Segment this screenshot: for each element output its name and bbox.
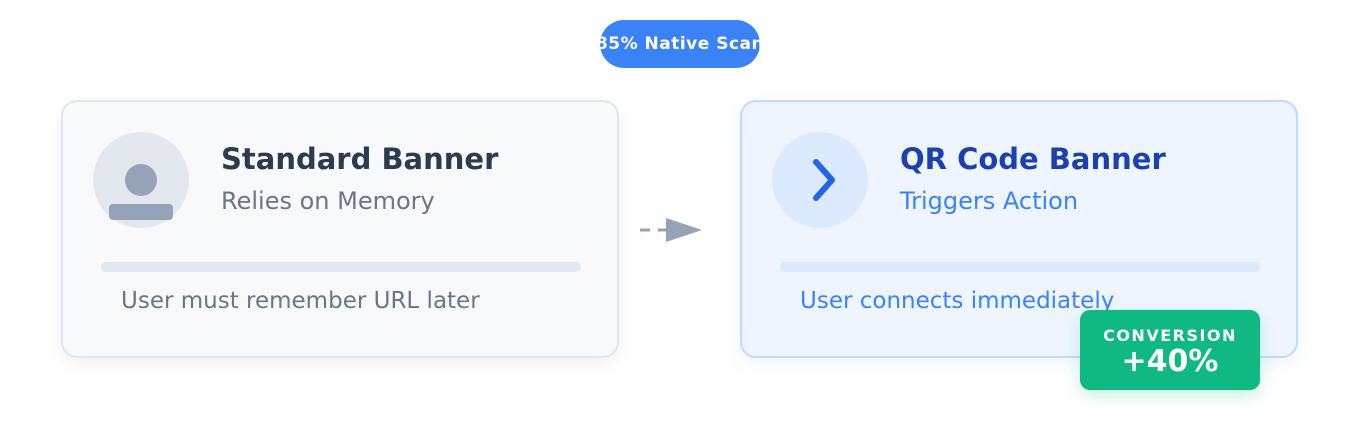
standard-banner-subtitle: Relies on Memory	[221, 187, 435, 215]
divider-bar	[101, 262, 581, 272]
standard-banner-card: Standard Banner Relies on Memory User mu…	[61, 100, 619, 358]
conversion-badge-label: CONVERSION	[1103, 326, 1237, 345]
standard-banner-title: Standard Banner	[221, 142, 499, 176]
divider-bar	[780, 262, 1260, 272]
conversion-badge-value: +40%	[1121, 344, 1219, 379]
stat-pill-label: 85% Native Scan	[600, 34, 760, 54]
qr-code-banner-description: User connects immediately	[800, 288, 1115, 314]
chevron-right-icon	[772, 132, 868, 228]
stat-pill: 85% Native Scan	[600, 20, 760, 68]
qr-code-banner-title: QR Code Banner	[900, 142, 1166, 176]
conversion-badge: CONVERSION +40%	[1080, 310, 1260, 390]
qr-code-banner-card: QR Code Banner Triggers Action User conn…	[740, 100, 1298, 358]
user-icon	[93, 132, 189, 228]
standard-banner-description: User must remember URL later	[121, 288, 480, 314]
dashed-arrow-right-icon	[636, 214, 708, 246]
qr-code-banner-subtitle: Triggers Action	[900, 187, 1079, 215]
